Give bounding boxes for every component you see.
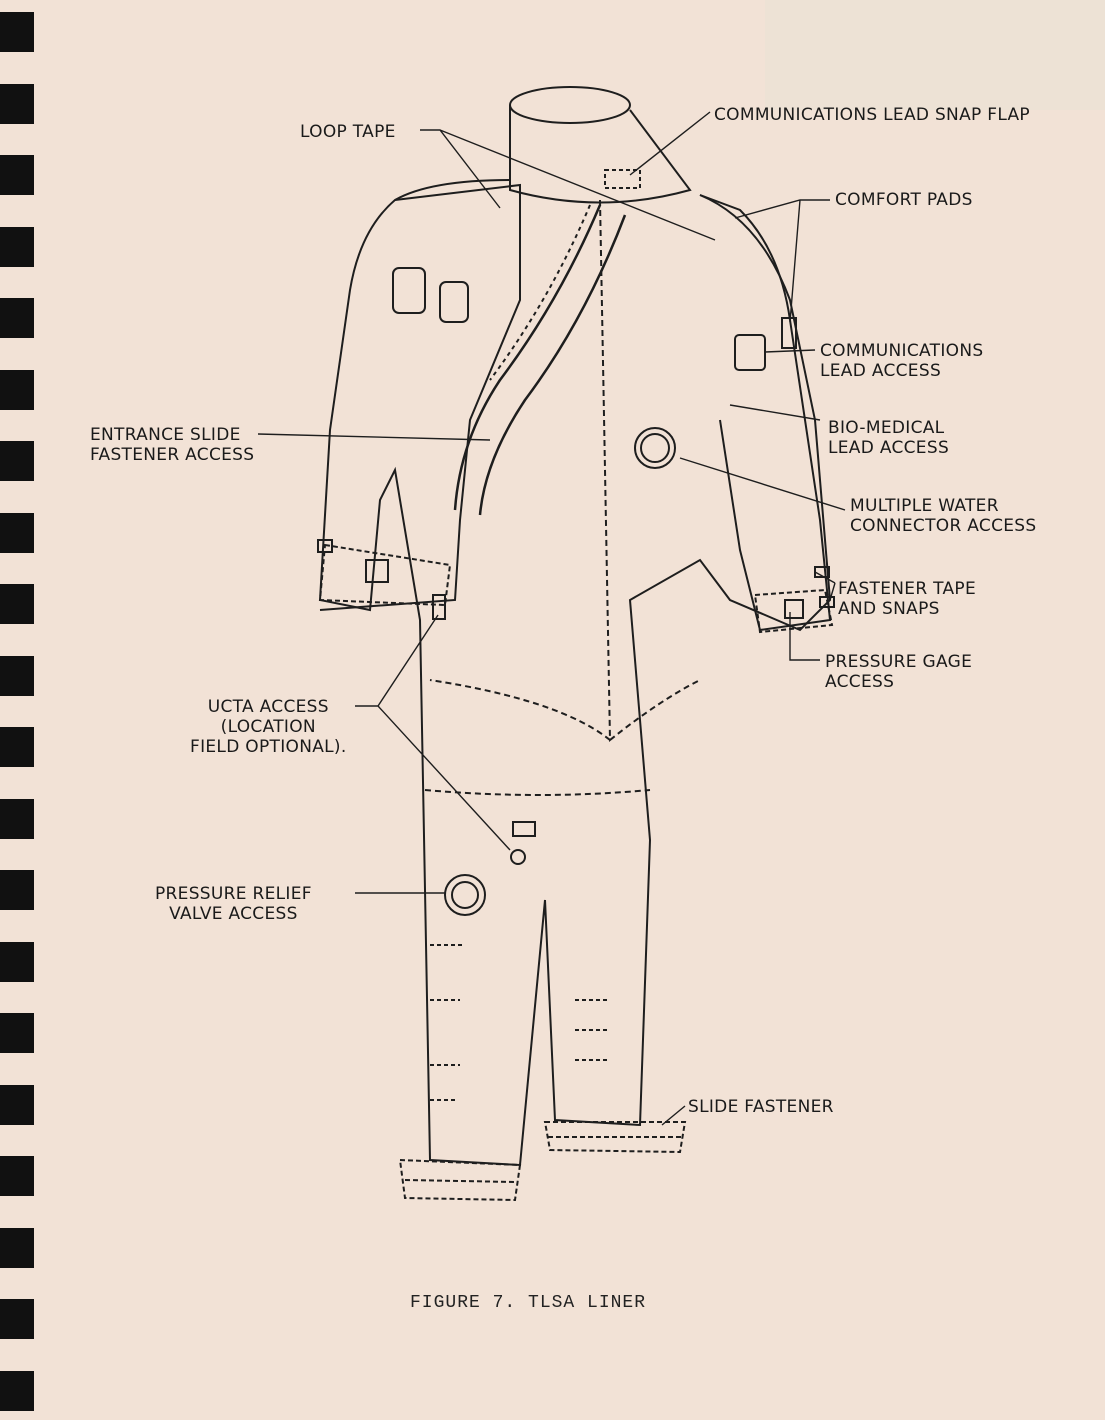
binding-hole [0, 1227, 34, 1268]
water-connector-access [634, 427, 676, 469]
binding-hole [0, 941, 34, 982]
left-arm [699, 194, 832, 632]
pressure-relief-valve-access [444, 874, 486, 916]
binding-hole [0, 512, 34, 553]
binding-hole [0, 1156, 34, 1196]
binding-hole [0, 1013, 34, 1053]
binding-hole [0, 798, 34, 839]
label-comfort-pads: COMFORT PADS [835, 190, 973, 210]
front-panel [429, 199, 701, 743]
torso-outline [318, 179, 832, 1167]
binding-hole [0, 1370, 34, 1411]
binding-hole [0, 727, 34, 767]
leader-lines [257, 111, 846, 1126]
binding-hole [0, 298, 34, 338]
binding-hole [0, 155, 34, 195]
figure-caption: FIGURE 7. TLSA LINER [410, 1293, 647, 1313]
binding-hole [0, 584, 34, 624]
show-through-patch [765, 0, 1105, 110]
label-slide-fastener: SLIDE FASTENER [688, 1097, 834, 1117]
binding-hole [0, 1299, 34, 1339]
binding-hole [0, 369, 34, 410]
collar [509, 86, 692, 204]
label-loop-tape: LOOP TAPE [300, 122, 396, 142]
binding-hole [0, 12, 34, 52]
leg-cuff-right [398, 1158, 522, 1202]
leg-cuff-left [543, 1121, 687, 1154]
waist-seam [424, 789, 651, 796]
binding-hole [0, 870, 34, 910]
entrance-slide-fastener [453, 204, 627, 516]
label-communications-lead-snap-flap: COMMUNICATIONS LEAD SNAP FLAP [714, 105, 1030, 125]
binding-hole [0, 226, 34, 267]
right-arm [319, 183, 521, 611]
binding-hole [0, 83, 34, 124]
binding-hole [0, 1084, 34, 1125]
binding-hole [0, 655, 34, 696]
binding-hole [0, 441, 34, 481]
